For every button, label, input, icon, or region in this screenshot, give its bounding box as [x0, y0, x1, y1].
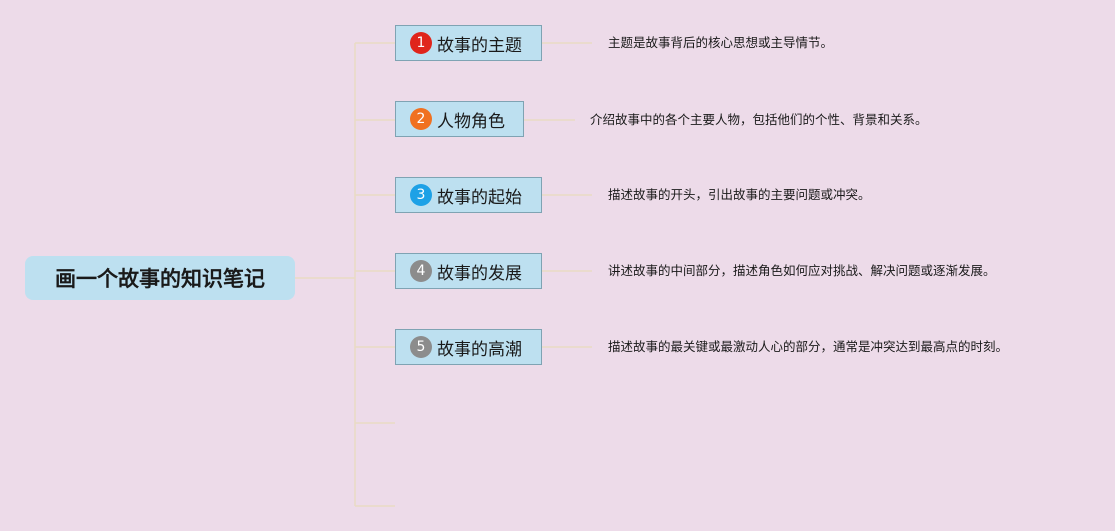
topic-label-5: 故事的高潮: [437, 339, 522, 360]
topic-node-1[interactable]: 1 故事的主题: [395, 25, 542, 61]
number-badge-3: 3: [410, 184, 432, 206]
number-badge-2: 2: [410, 108, 432, 130]
topic-label-3: 故事的起始: [437, 187, 522, 208]
number-badge-1: 1: [410, 32, 432, 54]
topic-node-5[interactable]: 5 故事的高潮: [395, 329, 542, 365]
root-label: 画一个故事的知识笔记: [55, 267, 265, 291]
topic-note-4[interactable]: 讲述故事的中间部分，描述角色如何应对挑战、解决问题或逐渐发展。: [608, 263, 996, 278]
topic-note-3[interactable]: 描述故事的开头，引出故事的主要问题或冲突。: [608, 187, 871, 202]
number-badge-5: 5: [410, 336, 432, 358]
topic-node-4[interactable]: 4 故事的发展: [395, 253, 542, 289]
topic-note-2[interactable]: 介绍故事中的各个主要人物，包括他们的个性、背景和关系。: [590, 112, 928, 127]
topic-node-2[interactable]: 2 人物角色: [395, 101, 524, 137]
topic-label-2: 人物角色: [437, 111, 505, 132]
topic-note-5[interactable]: 描述故事的最关键或最激动人心的部分，通常是冲突达到最高点的时刻。: [608, 339, 1009, 354]
number-badge-4: 4: [410, 260, 432, 282]
topic-label-1: 故事的主题: [437, 35, 522, 56]
topic-label-4: 故事的发展: [437, 263, 522, 284]
topic-note-1[interactable]: 主题是故事背后的核心思想或主导情节。: [608, 35, 834, 50]
root-node[interactable]: 画一个故事的知识笔记: [25, 256, 295, 300]
topic-node-3[interactable]: 3 故事的起始: [395, 177, 542, 213]
